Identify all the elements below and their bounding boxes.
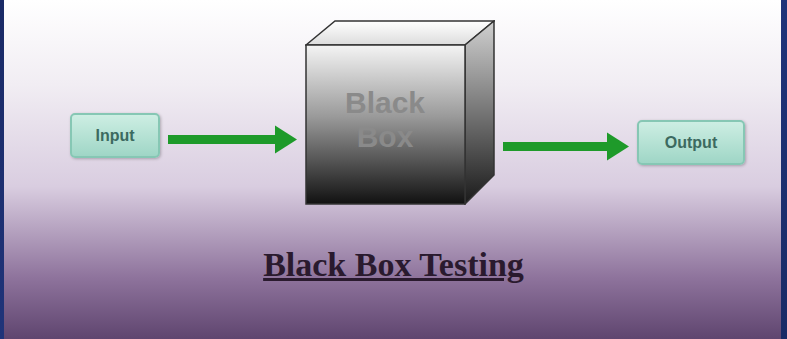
flow-arrow [168,126,297,154]
node-label: Input [95,127,134,145]
diagram-title: Black Box Testing [0,246,787,284]
output-box: Output [637,120,745,165]
node-label: Black Box [325,55,445,185]
black-box-cube: Black Box [305,20,495,205]
node-label: Output [665,134,717,152]
flow-arrow [503,133,629,161]
input-box: Input [70,113,160,158]
